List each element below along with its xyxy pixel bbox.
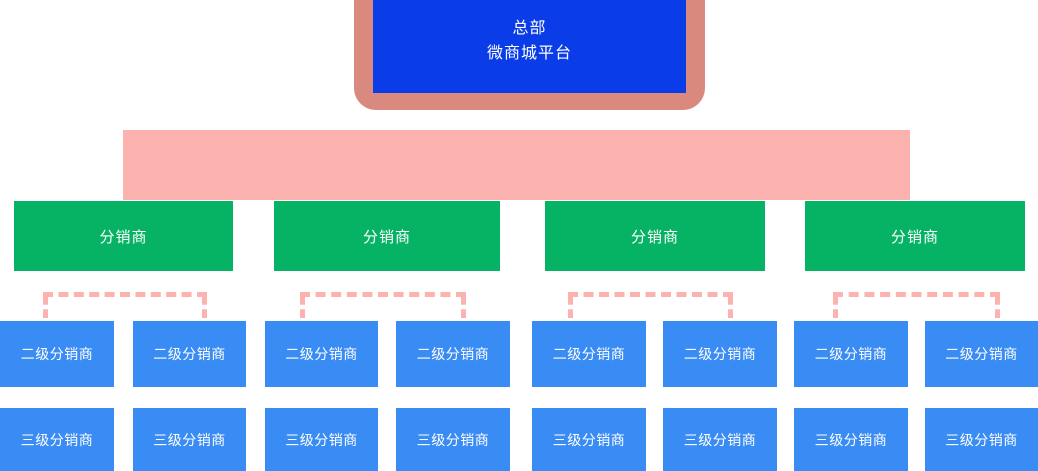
- level2-distributor-node-label: 二级分销商: [416, 346, 490, 362]
- level3-distributor-node-label: 三级分销商: [552, 431, 626, 448]
- distributor-node-label: 分销商: [630, 228, 679, 246]
- level2-distributor-node-label: 二级分销商: [814, 346, 888, 362]
- connector-bracket-leg-left: [568, 296, 573, 318]
- level2-distributor-node-label: 二级分销商: [285, 346, 358, 362]
- distributor-node-label: 分销商: [99, 228, 148, 246]
- level2-distributor-node-7[interactable]: 二级分销商: [794, 321, 908, 387]
- level2-row: 二级分销商 二级分销商 二级分销商 二级分销商 二级分销商 二级分销商 二级分销商 二级分销商: [0, 321, 1038, 387]
- level3-distributor-node-label: 三级分销商: [416, 431, 490, 448]
- level2-distributor-node-3[interactable]: 二级分销商: [265, 321, 378, 387]
- level2-distributor-node-5[interactable]: 二级分销商: [532, 321, 646, 387]
- level3-distributor-node-3[interactable]: 三级分销商: [265, 408, 378, 471]
- level2-distributor-node-label: 二级分销商: [945, 346, 1018, 362]
- level3-distributor-node-label: 三级分销商: [814, 431, 888, 448]
- level3-row: 三级分销商 三级分销商 三级分销商 三级分销商 三级分销商 三级分销商 三级分销商 三级分销商: [0, 408, 1038, 471]
- level2-distributor-node-label: 二级分销商: [683, 346, 757, 362]
- level3-distributor-node-1[interactable]: 三级分销商: [0, 408, 114, 471]
- level2-distributor-node-6[interactable]: 二级分销商: [663, 321, 777, 387]
- level2-distributor-node-1[interactable]: 二级分销商: [0, 321, 114, 387]
- distributor-node-2[interactable]: 分销商: [274, 201, 500, 271]
- connector-bracket-leg-left: [833, 296, 838, 318]
- level3-distributor-node-4[interactable]: 三级分销商: [396, 408, 510, 471]
- distribution-connector-bar: [123, 130, 910, 200]
- connector-bracket-3: [568, 292, 733, 318]
- connector-bracket-horizontal: [300, 292, 466, 297]
- level2-distributor-node-2[interactable]: 二级分销商: [133, 321, 246, 387]
- level3-distributor-node-label: 三级分销商: [285, 431, 358, 448]
- connector-bracket-leg-left: [43, 296, 48, 318]
- distributor-node-1[interactable]: 分销商: [14, 201, 233, 271]
- level3-distributor-node-6[interactable]: 三级分销商: [663, 408, 777, 471]
- level3-distributor-node-label: 三级分销商: [945, 431, 1018, 448]
- level2-distributor-node-label: 二级分销商: [153, 346, 226, 362]
- connector-bracket-leg-right: [202, 296, 207, 318]
- level2-distributor-node-label: 二级分销商: [552, 346, 626, 362]
- connector-bracket-leg-right: [995, 296, 1000, 318]
- level2-distributor-node-label: 二级分销商: [20, 346, 94, 362]
- level3-distributor-node-2[interactable]: 三级分销商: [133, 408, 246, 471]
- connector-bracket-leg-right: [728, 296, 733, 318]
- level2-distributor-node-8[interactable]: 二级分销商: [925, 321, 1038, 387]
- level1-row: 分销商 分销商 分销商 分销商: [0, 201, 1038, 271]
- connector-bracket-horizontal: [568, 292, 733, 297]
- distributor-node-label: 分销商: [362, 228, 411, 246]
- distributor-node-3[interactable]: 分销商: [545, 201, 765, 271]
- connector-bracket-4: [833, 292, 1000, 318]
- headquarters-title-line2: 微商城平台: [486, 44, 572, 62]
- headquarters-node[interactable]: 总部 微商城平台: [373, 0, 686, 93]
- connector-bracket-2: [300, 292, 466, 318]
- level3-distributor-node-7[interactable]: 三级分销商: [794, 408, 908, 471]
- level3-distributor-node-label: 三级分销商: [683, 431, 757, 448]
- distributor-node-4[interactable]: 分销商: [805, 201, 1025, 271]
- connector-bracket-leg-right: [461, 296, 466, 318]
- level3-distributor-node-5[interactable]: 三级分销商: [532, 408, 646, 471]
- connector-bracket-horizontal: [833, 292, 1000, 297]
- distributor-node-label: 分销商: [890, 228, 939, 246]
- level3-distributor-node-label: 三级分销商: [153, 431, 226, 448]
- connector-bracket-1: [43, 292, 207, 318]
- connector-bracket-leg-left: [300, 296, 305, 318]
- connector-bracket-horizontal: [43, 292, 207, 297]
- level3-distributor-node-8[interactable]: 三级分销商: [925, 408, 1038, 471]
- level2-distributor-node-4[interactable]: 二级分销商: [396, 321, 510, 387]
- level3-distributor-node-label: 三级分销商: [20, 431, 94, 448]
- headquarters-title-line1: 总部: [512, 19, 547, 37]
